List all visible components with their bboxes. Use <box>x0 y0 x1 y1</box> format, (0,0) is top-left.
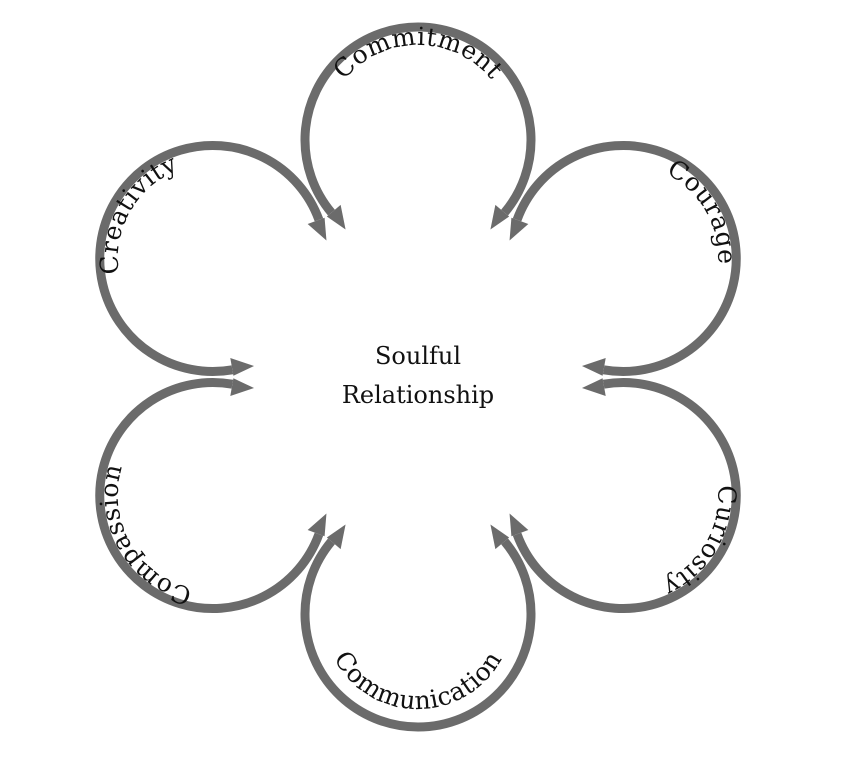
petal-courage-hook-2 <box>581 357 606 376</box>
petal-compassion-label-path <box>118 441 221 590</box>
center-title-line-2: Relationship <box>342 381 494 409</box>
petal-creativity-hook-2 <box>307 217 327 241</box>
petal-courage-label-path <box>615 163 718 312</box>
center-title-line-1: Soulful <box>375 342 461 370</box>
petal-commitment-hook-2 <box>490 204 510 230</box>
petal-compassion-hook-1 <box>307 513 327 537</box>
petal-compassion-outline <box>95 378 324 613</box>
petal-curiosity-outline <box>512 378 741 613</box>
petal-commitment-hook-1 <box>326 204 346 230</box>
petal-commitment-outline <box>300 22 536 216</box>
petal-creativity-hook-1 <box>230 357 255 376</box>
petal-label-text-creativity: Creativity <box>94 148 181 275</box>
petal-creativity-outline <box>95 141 324 376</box>
petal-label-text-compassion: Compassion <box>94 461 194 611</box>
petal-label-text-commitment: Commitment <box>327 21 508 84</box>
petal-label-creativity: Creativity <box>94 148 182 275</box>
petal-label-compassion: Compassion <box>94 461 194 611</box>
petal-curiosity-hook-2 <box>509 513 529 537</box>
petal-label-curiosity: Curiosity <box>659 485 742 603</box>
petal-label-text-curiosity: Curiosity <box>659 485 741 603</box>
petal-communication-hook-2 <box>326 524 346 550</box>
petal-communication-hook-1 <box>490 524 510 550</box>
petal-compassion-hook-2 <box>230 378 255 397</box>
petal-label-commitment: Commitment <box>327 21 509 84</box>
petal-curiosity-hook-1 <box>581 378 606 397</box>
petal-courage-hook-1 <box>509 217 529 241</box>
petals-group: CommitmentCourageCuriosityCommunicationC… <box>94 21 742 732</box>
petal-communication-outline <box>300 538 536 732</box>
petal-courage-outline <box>512 141 741 376</box>
